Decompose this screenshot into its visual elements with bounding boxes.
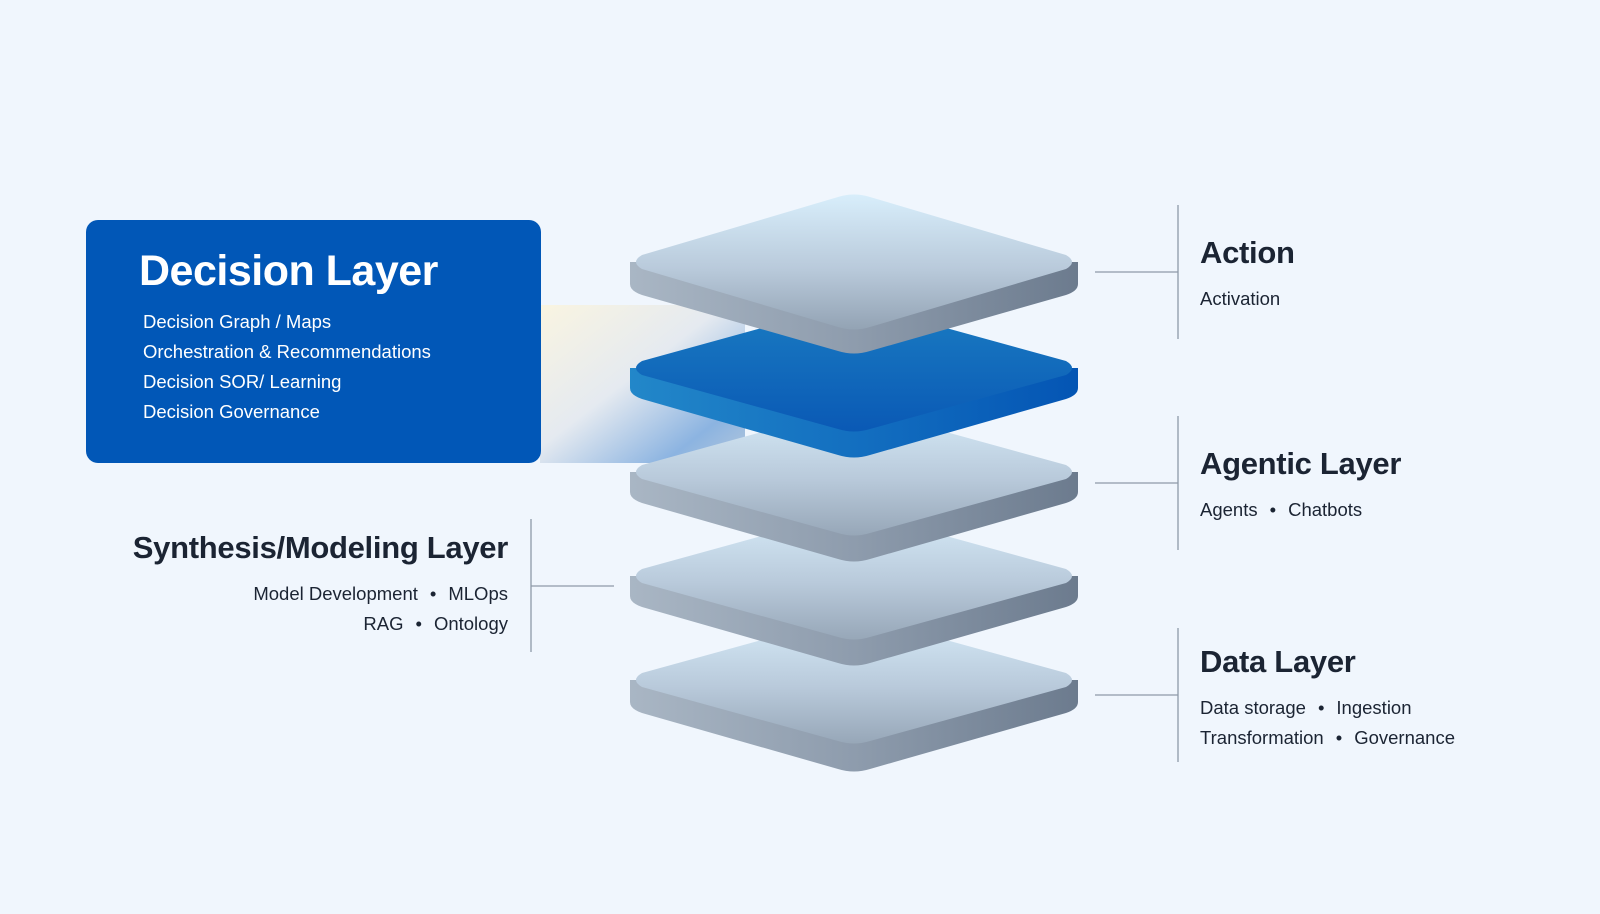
- synthesis-layer-title: Synthesis/Modeling Layer: [132, 530, 509, 565]
- decision-layer-card: Decision Layer Decision Graph / Maps Orc…: [86, 220, 541, 463]
- synthesis-item: MLOps: [448, 583, 508, 604]
- action-layer-label: Action Activation: [1200, 237, 1295, 314]
- data-item: Ingestion: [1336, 697, 1412, 718]
- data-item: Data storage: [1200, 697, 1306, 718]
- data-layer-label: Data Layer Data storage • Ingestion Transf…: [1200, 646, 1455, 753]
- slab-data: [630, 616, 1078, 772]
- decision-item: Decision Governance: [143, 401, 320, 422]
- synthesis-item: RAG: [363, 613, 404, 634]
- data-item: Governance: [1354, 727, 1455, 748]
- slab-agentic: [630, 408, 1078, 562]
- decision-layer-title: Decision Layer: [139, 247, 438, 295]
- action-layer-title: Action: [1200, 235, 1295, 270]
- connectors: [530, 205, 1179, 762]
- synthesis-item: Ontology: [433, 613, 508, 634]
- bullet-separator: •: [1317, 697, 1325, 718]
- action-layer-desc: Activation: [1200, 288, 1281, 309]
- agentic-item: Agents: [1200, 499, 1258, 520]
- decision-item: Orchestration & Recommendations: [143, 341, 431, 362]
- data-item: Transformation: [1200, 727, 1324, 748]
- agentic-layer-title: Agentic Layer: [1200, 446, 1402, 481]
- slab-synthesis: [630, 512, 1078, 666]
- bullet-separator: •: [415, 613, 422, 634]
- synthesis-layer-desc-line2: RAG • Ontology: [133, 609, 508, 639]
- bullet-separator: •: [1335, 727, 1343, 748]
- decision-layer-list: Decision Graph / Maps Orchestration & Re…: [143, 307, 541, 427]
- data-layer-desc-line2: Transformation • Governance: [1200, 723, 1455, 753]
- agentic-item: Chatbots: [1288, 499, 1363, 520]
- agentic-layer-label: Agentic Layer Agents • Chatbots: [1200, 448, 1401, 525]
- slab-decision: [630, 304, 1078, 458]
- synthesis-layer-label: Synthesis/Modeling Layer Model Developme…: [132, 530, 509, 639]
- bullet-separator: •: [1269, 499, 1277, 520]
- decision-item: Decision SOR/ Learning: [143, 371, 342, 392]
- slab-action: [630, 194, 1078, 354]
- synthesis-layer-desc-line1: Model Development • MLOps: [133, 579, 508, 609]
- synthesis-item: Model Development: [253, 583, 418, 604]
- data-layer-title: Data Layer: [1200, 644, 1356, 679]
- agentic-layer-desc: Agents • Chatbots: [1200, 495, 1401, 525]
- bullet-separator: •: [429, 583, 437, 604]
- decision-item: Decision Graph / Maps: [143, 311, 332, 332]
- data-layer-desc-line1: Data storage • Ingestion: [1200, 693, 1455, 723]
